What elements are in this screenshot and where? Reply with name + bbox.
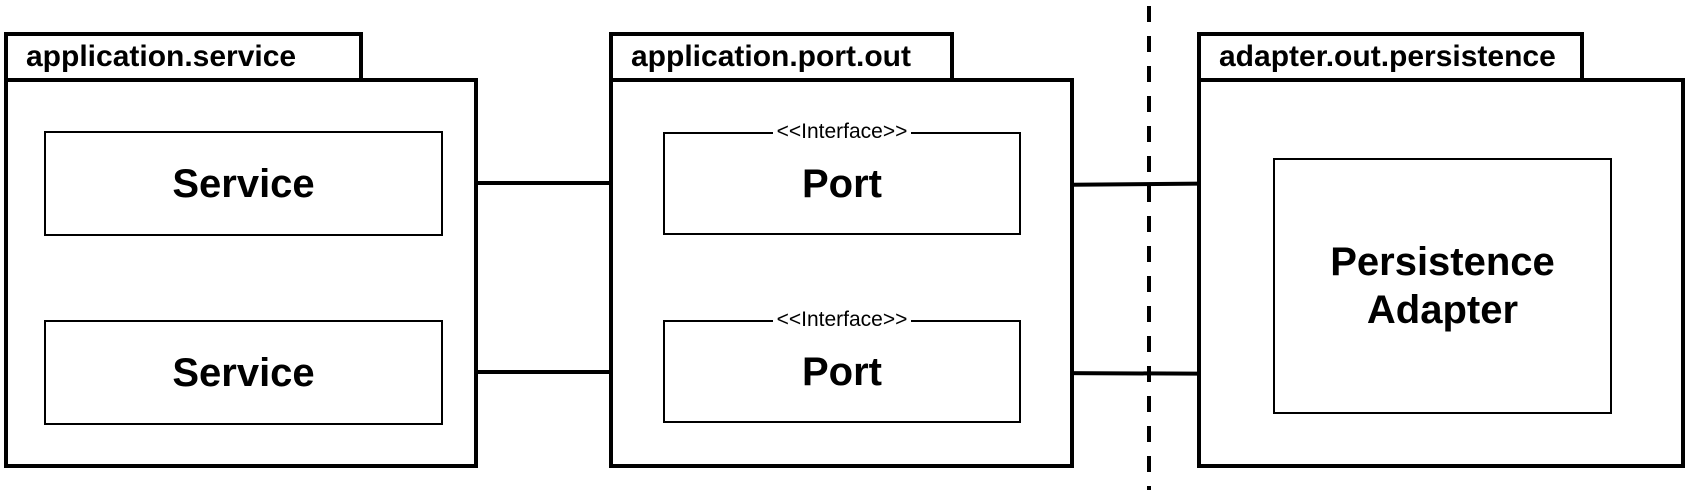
service-box: Service <box>44 131 443 236</box>
package-adapter-out-persistence-label: adapter.out.persistence <box>1219 40 1556 73</box>
port-box-label: Port <box>802 161 882 206</box>
package-application-port-out-tab: application.port.out <box>609 32 954 82</box>
persistence-adapter-label-line1: Persistence <box>1330 240 1555 284</box>
persistence-adapter-label-line2: Adapter <box>1366 288 1519 332</box>
port-box: <<Interface>> Port <box>663 120 1021 235</box>
port-stereotype: <<Interface>> <box>665 119 1019 145</box>
service-box-label: Service <box>172 350 315 395</box>
port-box: <<Interface>> Port <box>663 308 1021 423</box>
port-box-label: Port <box>802 349 882 394</box>
package-application-service-label: application.service <box>26 40 297 73</box>
persistence-adapter-box: Persistence Adapter <box>1273 158 1612 414</box>
package-adapter-out-persistence-tab: adapter.out.persistence <box>1197 32 1584 82</box>
package-application-service-tab: application.service <box>4 32 363 82</box>
port-stereotype: <<Interface>> <box>665 307 1019 333</box>
service-box: Service <box>44 320 443 425</box>
package-application-port-out-label: application.port.out <box>631 40 911 73</box>
service-box-label: Service <box>172 161 315 206</box>
